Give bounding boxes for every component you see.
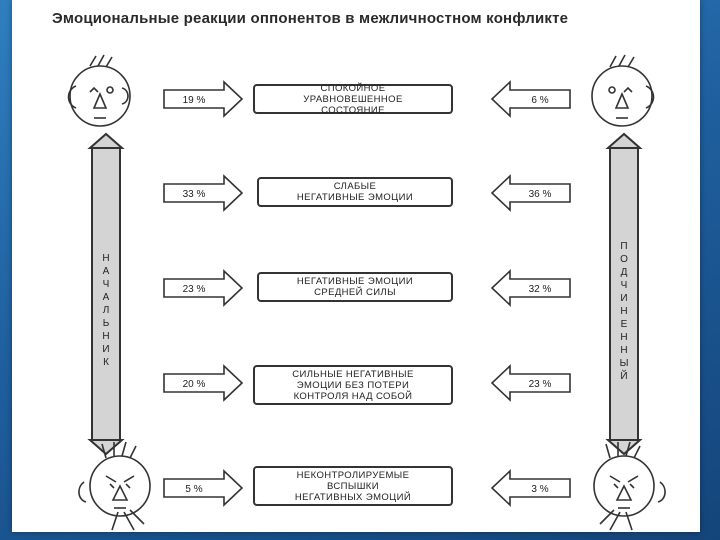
left-arrow-uncontrolled	[163, 469, 244, 507]
right-arrow-calm	[490, 80, 571, 118]
right-bar-label-letter: О	[620, 254, 628, 265]
left-bar-label-letter: Ь	[102, 318, 110, 329]
right-bar-label-letter: Ч	[620, 280, 628, 291]
right-bar-label-letter: Ы	[619, 358, 629, 369]
left-bar-label-letter: А	[102, 292, 110, 303]
level-box-calm: СПОКОЙНОЕ УРАВНОВЕШЕННОЕ СОСТОЯНИЕ	[253, 83, 453, 116]
left-bar-label-letter: И	[102, 344, 110, 355]
left-bar-label-letter: К	[103, 357, 109, 368]
right-bar-label-letter: Е	[620, 319, 628, 330]
slide: Эмоциональные реакции оппонентов в межли…	[12, 0, 700, 532]
right-bar-label-letter: Д	[620, 267, 628, 278]
right-arrow-medium	[490, 269, 571, 307]
page-title: Эмоциональные реакции оппонентов в межли…	[52, 10, 569, 27]
left-arrow-strong	[163, 364, 244, 402]
right-bar-label-letter: Й	[620, 371, 628, 382]
angry-face-icon	[593, 441, 666, 531]
diagram-graphics: 19 % 33 % 23 % 20 % 5 % 6 % 36 % 32 % 23…	[67, 54, 666, 531]
left-percent-uncontrolled: 5 %	[185, 484, 202, 495]
left-arrow-medium	[163, 269, 244, 307]
left-percent-calm: 19 %	[183, 95, 206, 106]
right-bar-label-letter: П	[620, 241, 628, 252]
left-percent-medium: 23 %	[183, 284, 206, 295]
left-bar-label-letter: А	[102, 266, 110, 277]
left-bar-label-letter: Н	[102, 253, 110, 264]
right-percent-strong: 23 %	[529, 379, 552, 390]
angry-face-icon	[78, 441, 151, 531]
left-percent-weak: 33 %	[183, 189, 206, 200]
right-arrow-weak	[490, 174, 571, 212]
right-bar-label-letter: И	[620, 293, 628, 304]
left-percent-strong: 20 %	[183, 379, 206, 390]
left-arrow-weak	[163, 174, 244, 212]
level-box-strong: СИЛЬНЫЕ НЕГАТИВНЫЕ ЭМОЦИИ БЕЗ ПОТЕРИ КОН…	[253, 365, 453, 405]
right-bar-label-letter: Н	[620, 345, 628, 356]
left-bar-label-letter: Л	[102, 305, 110, 316]
calm-face-icon	[67, 54, 131, 127]
right-percent-weak: 36 %	[529, 189, 552, 200]
right-arrow-strong	[490, 364, 571, 402]
right-percent-calm: 6 %	[531, 95, 548, 106]
right-bar-label-letter: Н	[620, 332, 628, 343]
left-bar-label-letter: Н	[102, 331, 110, 342]
left-bar-label-letter: Ч	[102, 279, 110, 290]
level-box-uncontrolled: НЕКОНТРОЛИРУЕМЫЕ ВСПЫШКИ НЕГАТИВНЫХ ЭМОЦ…	[253, 466, 453, 506]
right-arrow-uncontrolled	[490, 469, 571, 507]
level-box-medium: НЕГАТИВНЫЕ ЭМОЦИИ СРЕДНЕЙ СИЛЫ	[257, 272, 453, 302]
right-percent-medium: 32 %	[529, 284, 552, 295]
left-arrow-calm	[163, 80, 244, 118]
level-box-weak: СЛАБЫЕ НЕГАТИВНЫЕ ЭМОЦИИ	[257, 177, 453, 207]
right-bar-label-letter: Н	[620, 306, 628, 317]
right-percent-uncontrolled: 3 %	[531, 484, 548, 495]
calm-face-icon	[591, 54, 655, 127]
